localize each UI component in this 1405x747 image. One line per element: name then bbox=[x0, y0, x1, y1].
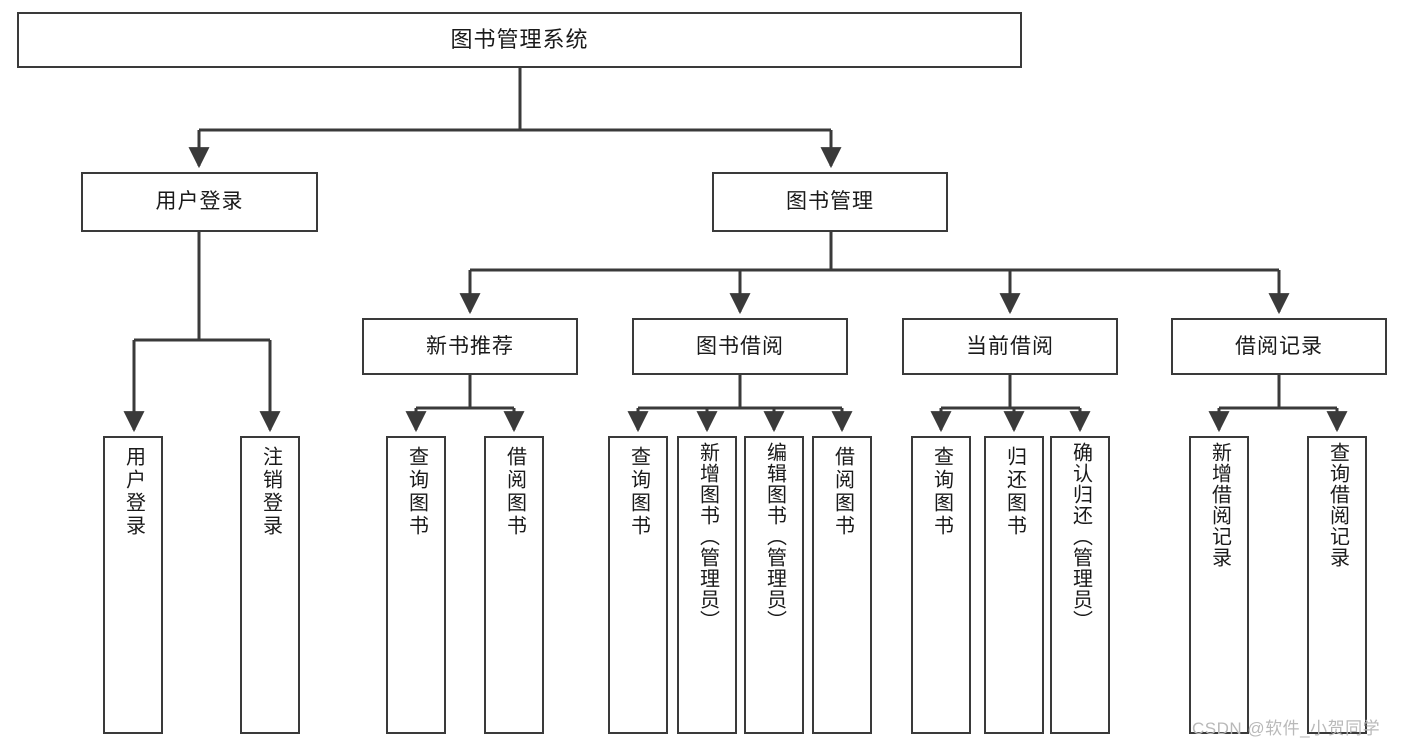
watermark: CSDN @软件_小贺同学 bbox=[1192, 719, 1381, 738]
node-leaf-query-book-borrow[interactable]: 查询图书 bbox=[608, 436, 668, 734]
node-leaf-query-book-recommend[interactable]: 查询图书 bbox=[386, 436, 446, 734]
node-leaf-add-book-admin[interactable]: 新增图书（管理员） bbox=[677, 436, 737, 734]
node-level1-book-management[interactable]: 图书管理 bbox=[712, 172, 948, 232]
node-leaf-add-borrow-record[interactable]: 新增借阅记录 bbox=[1189, 436, 1249, 734]
node-leaf-edit-book-admin[interactable]: 编辑图书（管理员） bbox=[744, 436, 804, 734]
node-leaf-return-book[interactable]: 归还图书 bbox=[984, 436, 1044, 734]
node-leaf-query-borrow-record[interactable]: 查询借阅记录 bbox=[1307, 436, 1367, 734]
node-leaf-confirm-return-admin[interactable]: 确认归还（管理员） bbox=[1050, 436, 1110, 734]
node-level2-new-book-recommend[interactable]: 新书推荐 bbox=[362, 318, 578, 375]
node-leaf-query-book-current[interactable]: 查询图书 bbox=[911, 436, 971, 734]
node-level2-book-borrow[interactable]: 图书借阅 bbox=[632, 318, 848, 375]
node-root[interactable]: 图书管理系统 bbox=[17, 12, 1022, 68]
node-level2-borrow-records[interactable]: 借阅记录 bbox=[1171, 318, 1387, 375]
node-leaf-logout[interactable]: 注销登录 bbox=[240, 436, 300, 734]
node-leaf-borrow-book[interactable]: 借阅图书 bbox=[812, 436, 872, 734]
node-leaf-user-login[interactable]: 用户登录 bbox=[103, 436, 163, 734]
node-level1-user-login[interactable]: 用户登录 bbox=[81, 172, 318, 232]
node-level2-current-borrow[interactable]: 当前借阅 bbox=[902, 318, 1118, 375]
node-leaf-borrow-book-recommend[interactable]: 借阅图书 bbox=[484, 436, 544, 734]
